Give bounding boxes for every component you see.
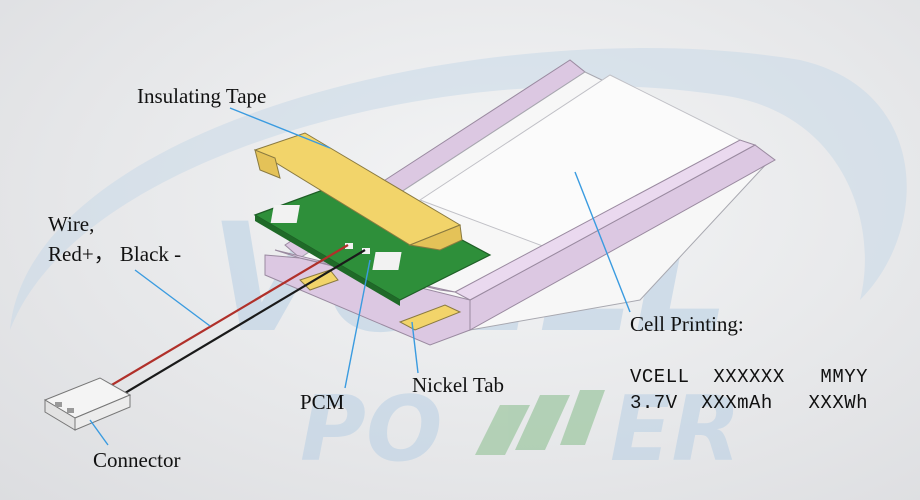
nickel-tab	[398, 304, 462, 331]
nickel-tab-2	[299, 269, 339, 291]
leader-wire	[134, 269, 211, 327]
wire-black	[119, 249, 366, 397]
label-insulating-tape: Insulating Tape	[137, 84, 267, 108]
label-connector: Connector	[93, 448, 181, 472]
watermark-swoosh	[10, 48, 907, 330]
cell-printing-line-2: 3.7V XXXmAh XXXWh	[630, 392, 869, 414]
label-cell-printing: Cell Printing:	[630, 312, 744, 336]
leader-cell-printing	[574, 171, 631, 313]
watermark-bottom-right: ER	[610, 377, 741, 482]
leader-nickel-tab	[411, 321, 419, 374]
wire-red	[109, 244, 349, 387]
pcm-board	[253, 179, 492, 306]
leader-connector	[89, 419, 109, 446]
label-pcm: PCM	[300, 390, 345, 414]
cell-printing-line-1: VCELL XXXXXX MMYY	[630, 366, 869, 388]
leader-pcm	[344, 259, 371, 389]
connector	[43, 377, 132, 431]
leader-lines	[89, 107, 631, 446]
watermark-w-stripes	[475, 390, 605, 455]
label-wire: Wire,	[48, 212, 95, 236]
leader-insulating-tape	[229, 107, 331, 149]
label-wire-polarity: Red+， Black -	[48, 242, 182, 266]
cell-frame-right-top	[453, 139, 757, 301]
label-nickel-tab: Nickel Tab	[412, 373, 505, 397]
watermark-bottom-left: PO	[300, 377, 442, 482]
insulating-tape	[253, 132, 463, 251]
